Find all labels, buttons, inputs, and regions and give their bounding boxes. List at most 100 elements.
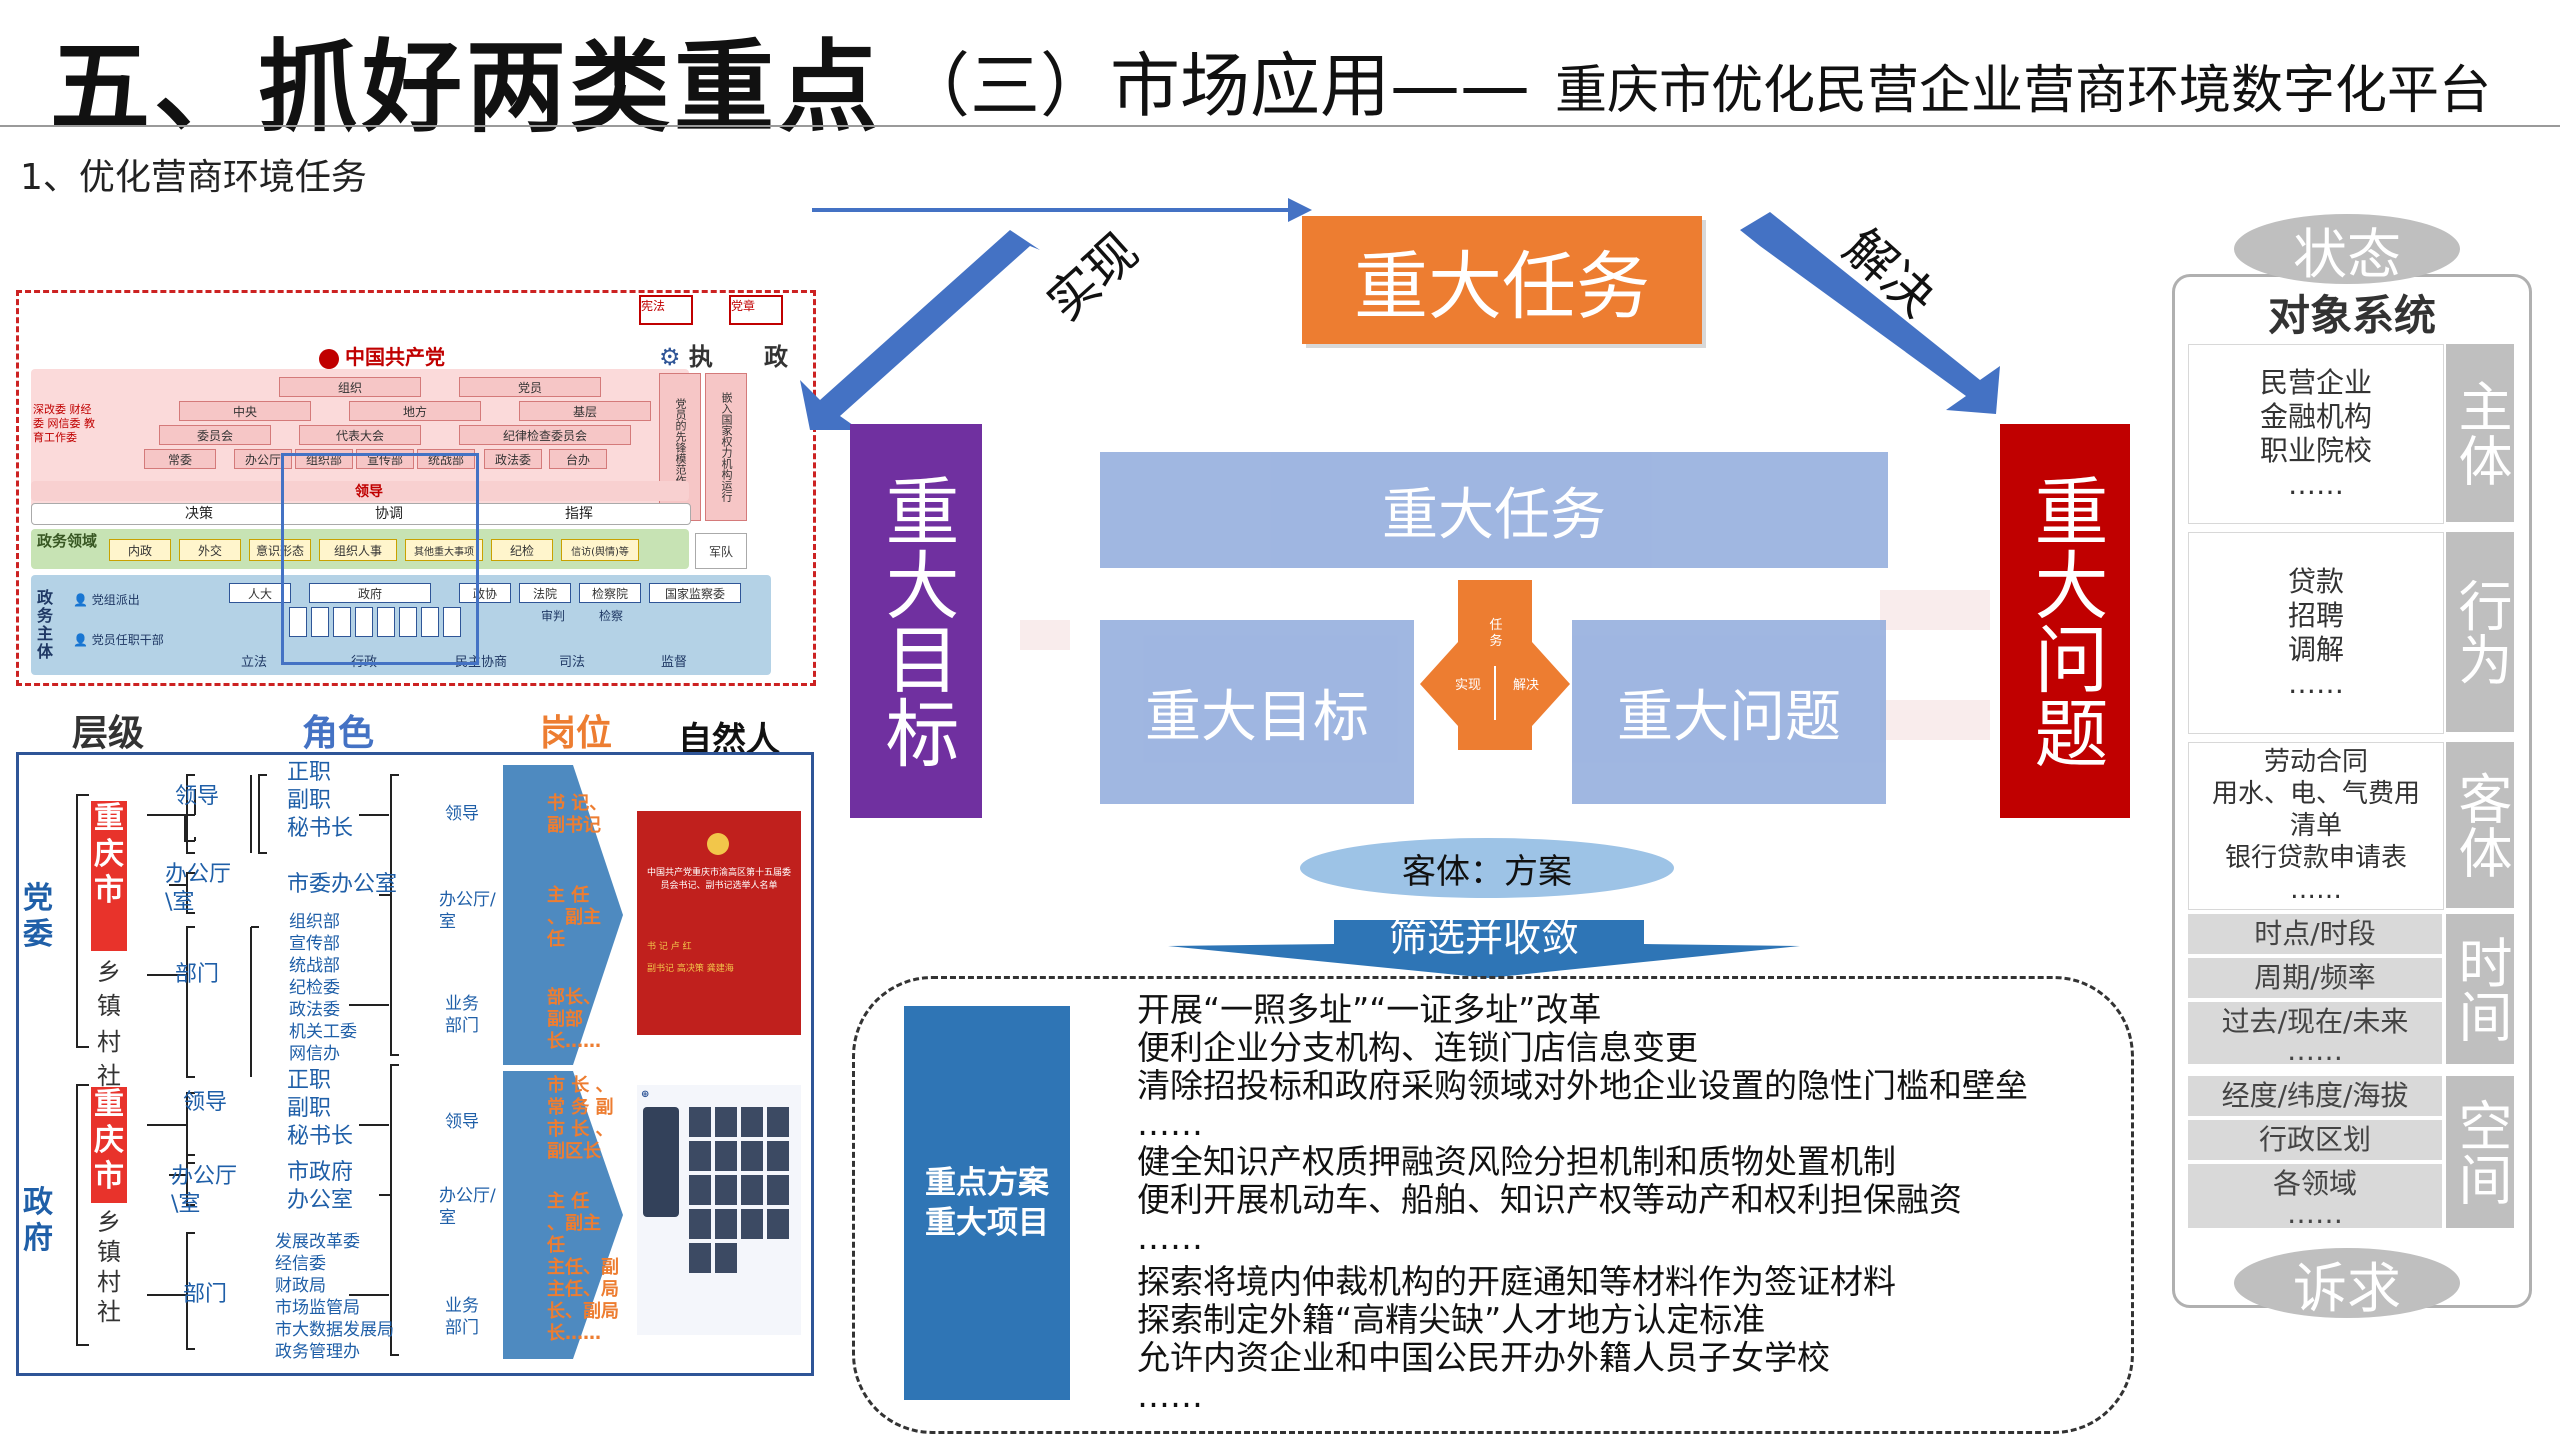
solution-item: …… <box>1137 1376 1203 1415</box>
official-photo-grid: ⊕ <box>637 1085 801 1335</box>
role-dept: 部门 <box>175 962 220 987</box>
object-plan-ellipse: 客体：方案 <box>1300 838 1674 898</box>
inner-task-box: 重大任务 <box>1100 452 1888 568</box>
party-charter-tag: 党章 <box>729 295 783 325</box>
gov-label: 政 <box>764 343 788 371</box>
section-label: 1、优化营商环境任务 <box>20 157 367 198</box>
major-problem-label: 重大问题 <box>2022 473 2108 769</box>
central-box: 中央 <box>179 401 311 421</box>
role-office: 办公厅\室 <box>165 862 232 915</box>
time-item: 过去/现在/未来 <box>2188 1002 2442 1042</box>
dept-item: 纪检委 <box>289 978 340 998</box>
header-role: 角色 <box>302 713 375 754</box>
function-label: 司法 <box>559 655 586 670</box>
plan-title-box: 重点方案 重大项目 <box>904 1006 1070 1400</box>
solution-item: 便利企业分支机构、连锁门店信息变更 <box>1137 1028 1698 1067</box>
solution-item: 便利开展机动车、船舶、知识产权等动产和权利担保融资 <box>1137 1180 1962 1219</box>
congress-box: 代表大会 <box>299 425 421 445</box>
post-party: 办公厅/室 <box>439 890 496 932</box>
space-label: 空间 <box>2446 1076 2514 1228</box>
space-item: 行政区划 <box>2188 1120 2442 1160</box>
gov-body-sub-2: 检察 <box>599 609 624 623</box>
space-item: …… <box>2188 1200 2442 1228</box>
action-item: …… <box>2288 667 2344 700</box>
post-party: 领导 <box>445 804 479 824</box>
party-town: 乡镇 <box>97 958 121 1020</box>
gov-body-left-2: 👤 党员任职干部 <box>73 633 164 647</box>
hub-solve-label: 解决 <box>1512 678 1539 693</box>
function-label: 民主协商 <box>455 655 508 670</box>
hub-achieve-label: 实现 <box>1454 678 1481 693</box>
gov-area-item: 信访(舆情)等 <box>561 539 639 561</box>
object-label: 客体 <box>2446 742 2514 908</box>
subject-item: 民营企业 <box>2259 366 2372 399</box>
hub-arrows <box>1420 580 1570 750</box>
decision-row <box>31 503 691 525</box>
dept-item: 机关工委 <box>289 1022 357 1042</box>
post-title-party: 主 任 、副主任 <box>547 885 601 950</box>
dept-item: 网信办 <box>289 1044 340 1064</box>
org-box: 组织 <box>279 377 421 397</box>
committee-box: 委员会 <box>159 425 271 445</box>
role-brackets <box>76 774 399 1356</box>
page-subtitle: （三）市场应用—— <box>900 45 1530 127</box>
dept-item: 统战部 <box>289 956 340 976</box>
gov-area-item: 军队 <box>695 533 747 569</box>
filter-arrow <box>1168 920 1800 978</box>
local-box: 地方 <box>349 401 481 421</box>
role-table-panel: 重庆市 党委 乡镇 村社 领导 正职 副职 秘书长 办公厅\室 市委办公室 部门… <box>16 752 814 1376</box>
dept-item: 市场监管局 <box>275 1298 360 1318</box>
discipline-committee-box: 纪律检查委员会 <box>459 425 631 445</box>
post-title-party: 部长、副部长…… <box>547 987 601 1052</box>
doc-line: 副书记 高决策 龚建海 <box>647 964 734 974</box>
function-label: 监督 <box>661 655 688 670</box>
subject-cell: 民营企业 金融机构 职业院校 …… <box>2188 344 2444 524</box>
title-divider <box>0 125 2560 127</box>
dept-item: 发展改革委 <box>275 1232 360 1252</box>
action-item: 贷款 <box>2287 565 2344 598</box>
standing-box: 常委 <box>144 449 216 469</box>
left-note: 深改委 财经委 网信委 教育工作委 <box>33 403 95 444</box>
gov-area-item: 纪检 <box>491 539 553 561</box>
dept-item: 财政局 <box>275 1276 326 1296</box>
time-item: …… <box>2188 1037 2442 1065</box>
dept-item: 经信委 <box>275 1254 326 1274</box>
dept-item: 市大数据发展局 <box>275 1320 394 1340</box>
major-goal-label: 重大目标 <box>873 473 959 769</box>
taiwan-office-box: 台办 <box>549 449 607 469</box>
dept-item: 政务管理办 <box>275 1342 360 1362</box>
object-item: 用水、电、气费用 <box>2211 779 2420 809</box>
gov-area-item: 意识形态 <box>249 539 311 561</box>
solution-item: 探索制定外籍“高精尖缺”人才地方认定标准 <box>1137 1300 1766 1339</box>
gov-body-item: 人大 <box>229 583 291 603</box>
solutions-frame <box>852 976 2134 1434</box>
party-emblem-icon <box>319 348 339 369</box>
exec-label: ⚙ 执 <box>659 343 713 371</box>
faint-fragment <box>1880 590 1990 630</box>
post-title-gov: 市 长 、常 务 副市 长 、副区长 <box>547 1075 614 1162</box>
solution-item: 允许内资企业和中国公民开办外籍人员子女学校 <box>1137 1338 1830 1377</box>
grassroots-box: 基层 <box>519 401 651 421</box>
leader-item: 副职 <box>287 788 332 813</box>
highlight-box <box>281 453 479 665</box>
gov-city: 重庆市 <box>91 1087 127 1203</box>
gov-body-sub-1: 审判 <box>541 609 566 623</box>
gov-area-item: 其他重大事项 <box>405 539 483 561</box>
subject-label: 主体 <box>2446 344 2514 522</box>
major-task-box: 重大任务 <box>1302 216 1702 344</box>
action-cell: 贷款 招聘 调解 …… <box>2188 532 2444 734</box>
time-label: 时间 <box>2446 914 2514 1064</box>
subject-item: …… <box>2288 468 2344 501</box>
party-label: 党委 <box>23 881 53 952</box>
gov-area-item: 外交 <box>179 539 241 561</box>
lead-label: 领导 <box>355 484 383 500</box>
subject-item: 职业院校 <box>2259 434 2372 467</box>
dept-item: 政法委 <box>289 1000 340 1020</box>
role-leader: 领导 <box>183 1090 228 1115</box>
political-legal-box: 政法委 <box>484 449 542 469</box>
post-arrows <box>503 765 623 1359</box>
member-box: 党员 <box>459 377 601 397</box>
photo-tiles <box>689 1107 797 1327</box>
function-label: 立法 <box>241 655 268 670</box>
object-item: …… <box>2290 875 2342 905</box>
